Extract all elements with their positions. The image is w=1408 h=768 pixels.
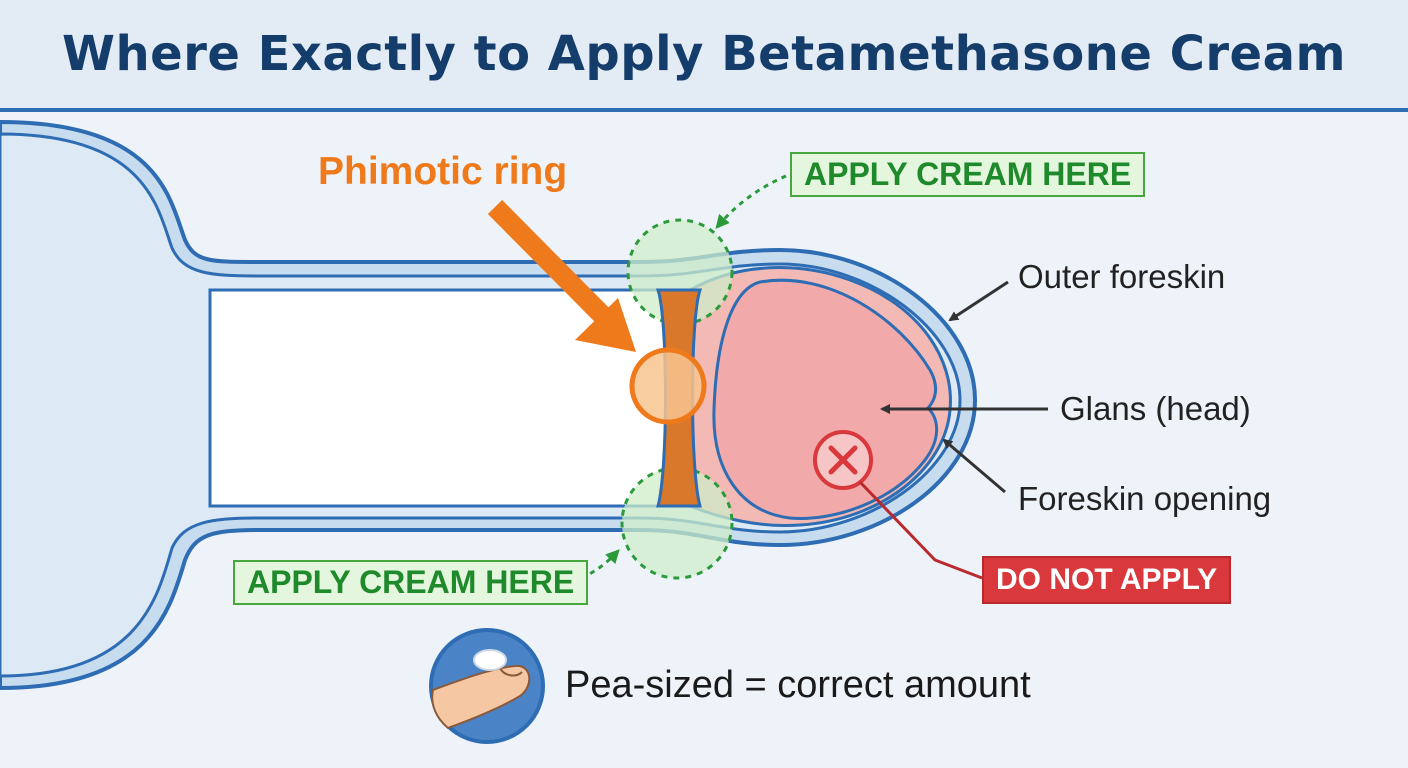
apply-zone-top: [626, 218, 734, 326]
do-not-apply-leader: [858, 480, 983, 580]
ring-pointer-arrowhead: [575, 298, 636, 352]
apply-top-arrow: [715, 174, 787, 230]
x-icon-mark: [828, 445, 858, 475]
foreskin-opening-arrow: [942, 438, 1006, 494]
apply-cream-label-bottom: APPLY CREAM HERE: [233, 560, 589, 605]
apply-zone-bottom: [620, 466, 734, 580]
do-not-apply-badge: DO NOT APPLY: [982, 556, 1232, 604]
fingertip-cream-icon: [429, 628, 545, 744]
phimotic-ring-marker: [629, 347, 707, 425]
page-title: Where Exactly to Apply Betamethasone Cre…: [62, 26, 1346, 82]
apply-cream-label-top: APPLY CREAM HERE: [790, 152, 1146, 197]
outer-foreskin-arrow: [948, 280, 1009, 322]
foreskin-opening-label: Foreskin opening: [1018, 480, 1272, 517]
phimotic-ring-label: Phimotic ring: [318, 150, 568, 193]
ring-pointer-arrow: [487, 199, 613, 326]
glans-label: Glans (head): [1060, 390, 1251, 427]
amount-caption: Pea-sized = correct amount: [565, 664, 1031, 706]
outer-foreskin-label: Outer foreskin: [1018, 258, 1226, 295]
title-bar: Where Exactly to Apply Betamethasone Cre…: [0, 0, 1408, 112]
glans: [712, 278, 939, 520]
